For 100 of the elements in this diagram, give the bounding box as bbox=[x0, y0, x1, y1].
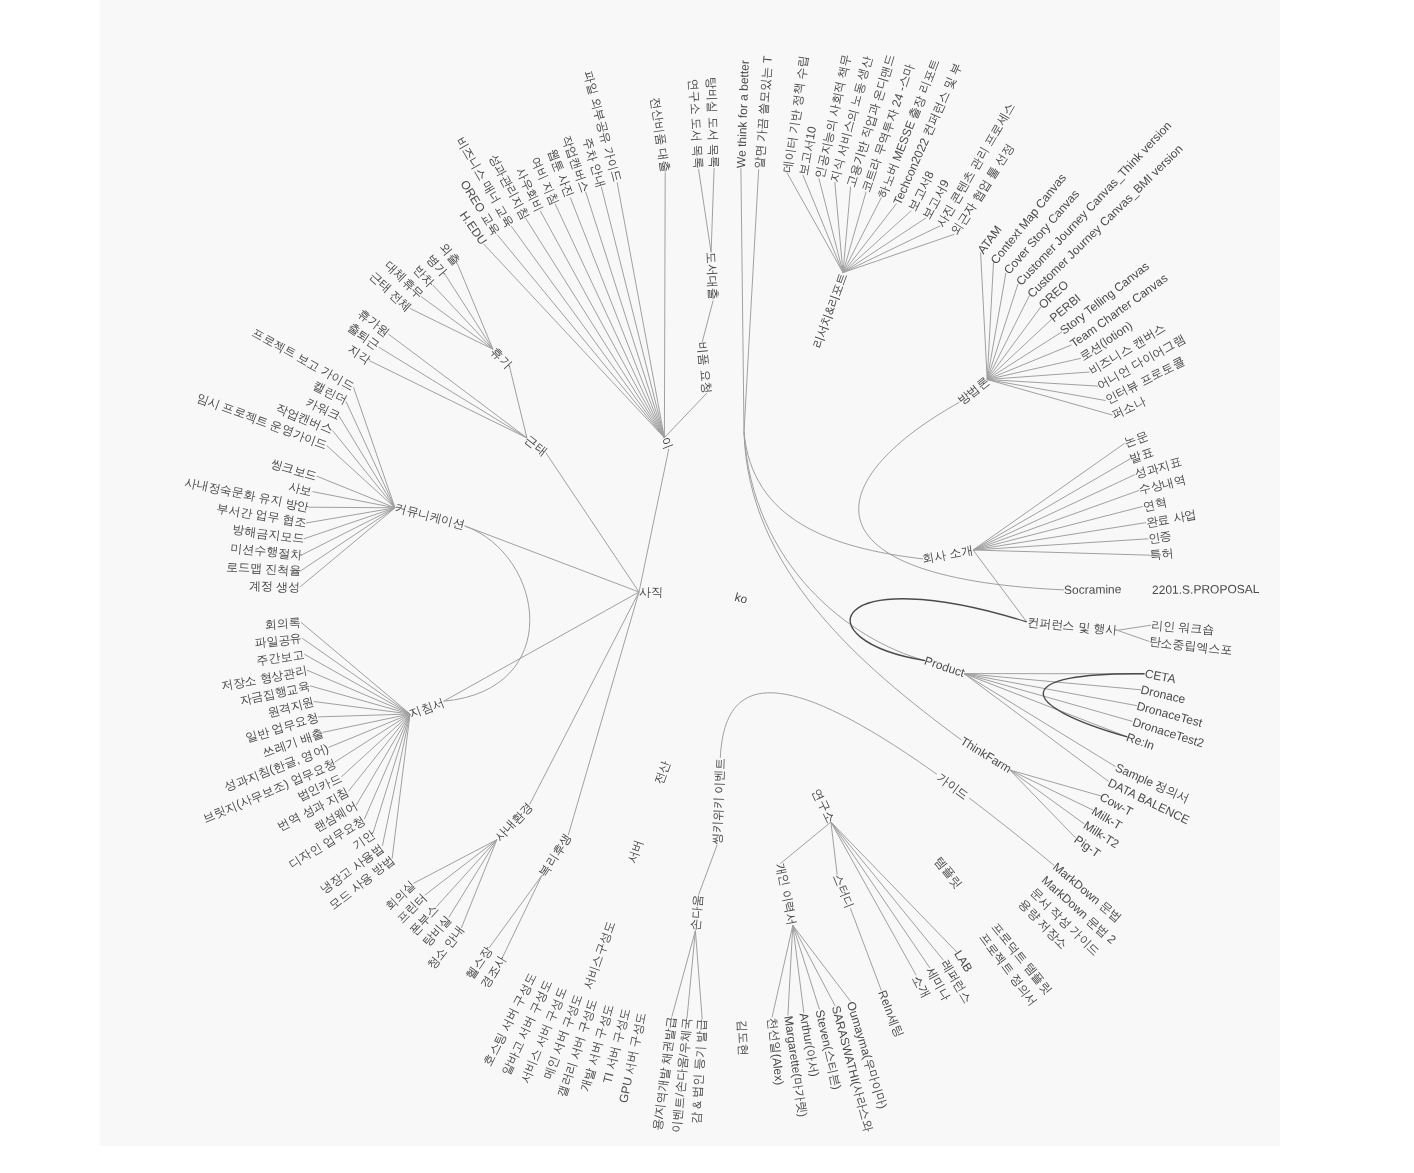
branch-line bbox=[792, 924, 836, 1007]
branch-line bbox=[792, 924, 805, 1014]
branch-line bbox=[792, 924, 852, 1002]
leaf-label: 회의록 bbox=[264, 615, 302, 632]
branch-label: 서버 bbox=[624, 837, 646, 866]
branch-line bbox=[353, 386, 396, 509]
branch-line bbox=[663, 392, 708, 439]
leaf-label: 연혁 bbox=[1141, 494, 1168, 514]
leaf-label: 특허 bbox=[1149, 546, 1175, 563]
branch-line bbox=[448, 839, 498, 918]
branch-label: 휴가 bbox=[487, 344, 515, 372]
branch-line bbox=[671, 930, 696, 1017]
branch-line bbox=[842, 210, 912, 274]
branch-line bbox=[972, 442, 1125, 551]
branch-line bbox=[830, 821, 931, 969]
leaf-label: 연구소 도서 목록 bbox=[685, 77, 706, 170]
branch-line bbox=[347, 713, 411, 792]
branch-line bbox=[771, 924, 794, 1018]
branch-line bbox=[698, 168, 712, 253]
branch-line bbox=[509, 366, 528, 439]
branch-line bbox=[529, 591, 640, 806]
branch-line bbox=[972, 549, 1151, 556]
branch-line bbox=[830, 821, 917, 976]
branch-line bbox=[638, 448, 670, 593]
branch-line bbox=[842, 233, 955, 274]
branch-line bbox=[701, 299, 714, 343]
branch-line bbox=[456, 262, 494, 350]
branch-line bbox=[312, 491, 396, 509]
branch-line bbox=[830, 821, 944, 961]
branch-line bbox=[567, 591, 640, 836]
leaf-label: 리인 워크숍 bbox=[1150, 618, 1215, 637]
branch-line bbox=[663, 171, 666, 439]
leaf-label: Socramine bbox=[1063, 582, 1122, 597]
branch-line bbox=[972, 549, 1028, 623]
branch-label: 씽키위키 이벤트 bbox=[710, 757, 728, 846]
branch-line bbox=[779, 821, 832, 865]
branch-line bbox=[963, 673, 1116, 768]
branch-line bbox=[545, 452, 640, 593]
branch-line bbox=[1116, 624, 1152, 631]
branch-line bbox=[1009, 769, 1102, 797]
branch-line bbox=[986, 283, 1019, 380]
leaf-label: 2201.S.PROPOSAL bbox=[1151, 582, 1260, 598]
branch-line bbox=[316, 475, 396, 509]
branch-line bbox=[460, 839, 498, 929]
leaf-label: 컨퍼런스 및 행사 bbox=[1026, 614, 1118, 638]
branch-line bbox=[409, 307, 494, 350]
leaf-label: 인증 bbox=[1147, 528, 1174, 546]
branch-line bbox=[1042, 673, 1146, 738]
leaf-label: 계정 생성 bbox=[248, 579, 301, 594]
branch-line bbox=[972, 489, 1140, 551]
branch-line bbox=[345, 401, 396, 509]
branch-line bbox=[986, 318, 1053, 380]
branch-line bbox=[332, 430, 396, 509]
branch-line bbox=[986, 344, 1073, 380]
branch-line bbox=[719, 692, 1055, 866]
branch-line bbox=[792, 924, 820, 1011]
branch-line bbox=[963, 673, 1110, 782]
root-label: ko bbox=[732, 589, 749, 607]
branch-line bbox=[443, 591, 640, 702]
branch-line bbox=[802, 174, 844, 274]
branch-label: 이 bbox=[657, 435, 676, 452]
branch-label: 손다움 bbox=[688, 894, 706, 932]
branch-line bbox=[1116, 629, 1150, 642]
branch-line bbox=[444, 273, 494, 350]
branch-line bbox=[963, 673, 1128, 738]
branch-label: 비품 요청 bbox=[695, 341, 714, 394]
leaf-label: 전산비품 대출 bbox=[647, 96, 673, 174]
branch-line bbox=[963, 673, 1138, 707]
branch-line bbox=[972, 458, 1131, 551]
leaf-label: 사보 bbox=[287, 479, 315, 499]
branch-line bbox=[502, 874, 543, 958]
branch-line bbox=[830, 821, 838, 876]
branch-line bbox=[432, 284, 494, 350]
branch-label: 근태 bbox=[522, 432, 551, 459]
branch-line bbox=[1009, 769, 1076, 839]
branch-line bbox=[743, 431, 962, 741]
branch-line bbox=[436, 839, 498, 908]
branch-line bbox=[986, 379, 1114, 416]
branch-line bbox=[980, 251, 988, 380]
branch-line bbox=[1009, 769, 1085, 825]
branch-line bbox=[858, 401, 1065, 591]
branch-label: 전산 bbox=[651, 758, 673, 786]
branch-line bbox=[842, 217, 927, 274]
leaf-label: 김도현 bbox=[735, 1019, 751, 1056]
branch-label: 회사 소개 bbox=[921, 543, 975, 566]
branch-line bbox=[300, 621, 411, 715]
leaf-label: 파일공유 bbox=[253, 631, 304, 651]
leaf-label: 로드맵 진척율 bbox=[225, 559, 301, 578]
branch-line bbox=[412, 839, 498, 884]
branch-line bbox=[334, 713, 411, 763]
branch-label: 도서대출 bbox=[704, 252, 721, 301]
branch-label: 지침서 bbox=[407, 694, 447, 721]
branch-line bbox=[443, 525, 531, 702]
branch-line bbox=[299, 507, 396, 588]
branch-line bbox=[388, 333, 528, 439]
branch-line bbox=[743, 168, 760, 433]
branch-line bbox=[686, 930, 696, 1019]
branch-line bbox=[986, 294, 1031, 380]
leaf-label: We think for a better bbox=[733, 60, 752, 169]
branch-label: 사직 bbox=[638, 585, 664, 600]
